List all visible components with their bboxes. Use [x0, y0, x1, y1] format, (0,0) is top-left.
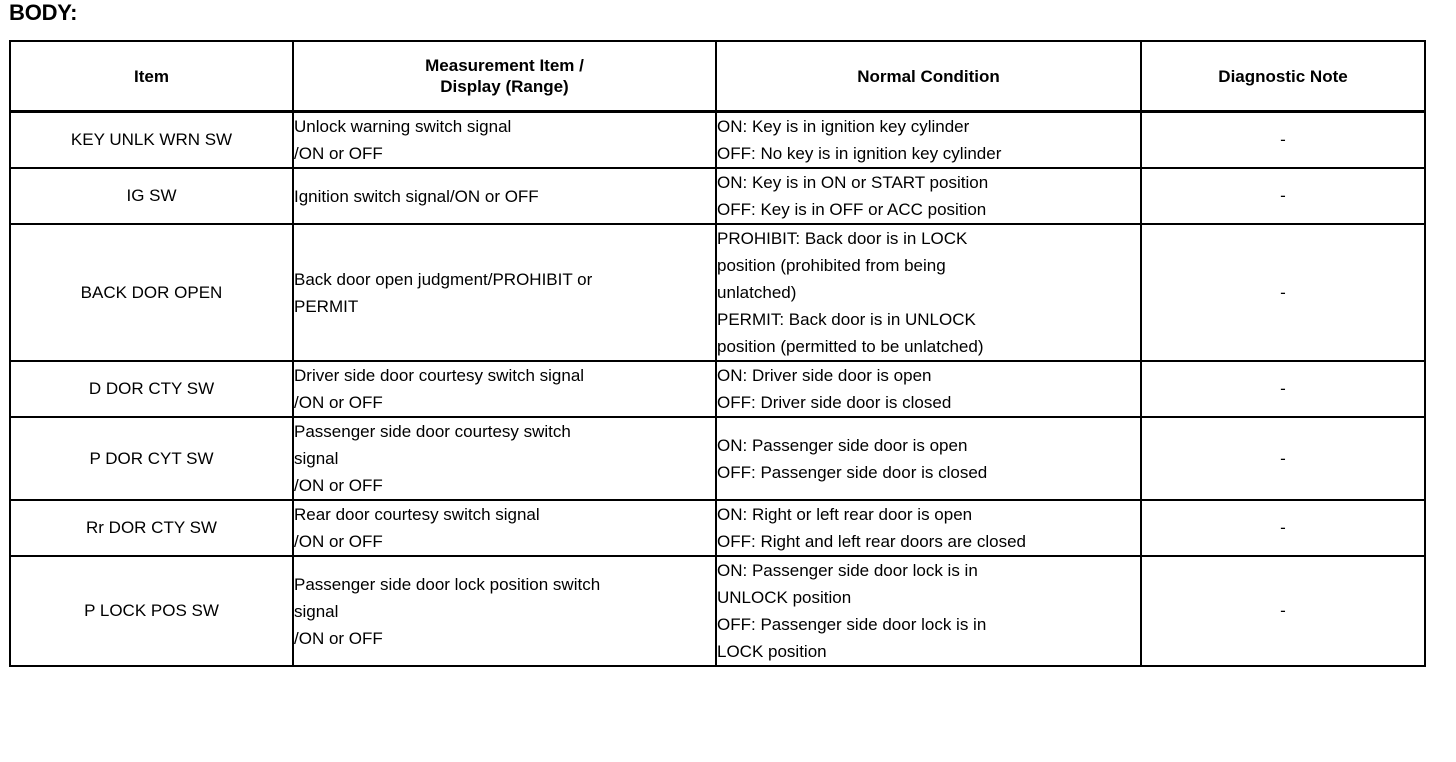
condition-line: ON: Key is in ignition key cylinder	[717, 117, 970, 136]
measurement-line: Unlock warning switch signal	[294, 117, 512, 136]
measurement-line: Rear door courtesy switch signal	[294, 505, 540, 524]
cell-measurement-item: Rear door courtesy switch signal/ON or O…	[292, 499, 717, 557]
condition-line: OFF: Right and left rear doors are close…	[717, 532, 1026, 551]
condition-line: position (permitted to be unlatched)	[717, 337, 984, 356]
measurement-line: Passenger side door courtesy switch	[294, 422, 571, 441]
cell-item: Rr DOR CTY SW	[9, 499, 294, 557]
condition-line: ON: Driver side door is open	[717, 366, 932, 385]
condition-line: ON: Right or left rear door is open	[717, 505, 973, 524]
column-header-item: Item	[9, 40, 294, 113]
cell-diagnostic-note: -	[1140, 499, 1426, 557]
cell-diagnostic-note: -	[1140, 416, 1426, 501]
cell-measurement-item: Passenger side door lock position switch…	[292, 555, 717, 667]
measurement-line: signal	[294, 601, 339, 621]
section-heading-body: BODY:	[9, 0, 78, 25]
condition-line: ON: Passenger side door lock is in	[717, 561, 978, 580]
measurement-line: /ON or OFF	[294, 393, 383, 412]
measurement-line: Driver side door courtesy switch signal	[294, 366, 585, 385]
cell-diagnostic-note: -	[1140, 167, 1426, 225]
condition-line: UNLOCK position	[717, 588, 852, 607]
column-header-measurement-item: Measurement Item / Display (Range)	[292, 40, 717, 113]
cell-item: D DOR CTY SW	[9, 360, 294, 418]
cell-item: BACK DOR OPEN	[9, 223, 294, 362]
condition-line: OFF: Driver side door is closed	[717, 393, 952, 412]
cell-item: KEY UNLK WRN SW	[9, 110, 294, 169]
column-header-diagnostic-note: Diagnostic Note	[1140, 40, 1426, 113]
table-header-row: Item Measurement Item / Display (Range) …	[9, 40, 1426, 113]
cell-measurement-item: Unlock warning switch signal/ON or OFF	[292, 110, 717, 169]
condition-line: OFF: No key is in ignition key cylinder	[717, 144, 1002, 163]
table-header: Item Measurement Item / Display (Range) …	[9, 40, 1426, 113]
cell-item: P LOCK POS SW	[9, 555, 294, 667]
column-header-measurement-line1: Measurement Item /	[425, 56, 584, 75]
condition-line: LOCK position	[717, 642, 827, 661]
body-data-monitor-table: Item Measurement Item / Display (Range) …	[9, 40, 1426, 667]
measurement-line: PERMIT	[294, 296, 359, 316]
cell-normal-condition: ON: Passenger side door lock is in UNLOCK…	[715, 555, 1142, 667]
cell-measurement-item: Passenger side door courtesy switch signa…	[292, 416, 717, 501]
condition-line: ON: Passenger side door is open	[717, 435, 968, 455]
condition-line: OFF: Key is in OFF or ACC position	[717, 200, 987, 219]
column-header-normal-condition: Normal Condition	[715, 40, 1142, 113]
cell-diagnostic-note: -	[1140, 555, 1426, 667]
cell-item: IG SW	[9, 167, 294, 225]
measurement-line: /ON or OFF	[294, 476, 383, 495]
cell-diagnostic-note: -	[1140, 223, 1426, 362]
condition-line: OFF: Passenger side door is closed	[717, 462, 988, 482]
measurement-line: Ignition switch signal/ON or OFF	[294, 186, 539, 206]
cell-measurement-item: Driver side door courtesy switch signal /…	[292, 360, 717, 418]
measurement-line: Passenger side door lock position switch	[294, 574, 601, 594]
measurement-line: /ON or OFF	[294, 628, 383, 648]
condition-line: PERMIT: Back door is in UNLOCK	[717, 310, 976, 329]
measurement-line: Back door open judgment/PROHIBIT or	[294, 269, 593, 289]
condition-line: PROHIBIT: Back door is in LOCK	[717, 229, 968, 248]
cell-item: P DOR CYT SW	[9, 416, 294, 501]
measurement-line: /ON or OFF	[294, 532, 383, 551]
cell-diagnostic-note: -	[1140, 110, 1426, 169]
condition-line: ON: Key is in ON or START position	[717, 173, 989, 192]
condition-line: OFF: Passenger side door lock is in	[717, 615, 987, 634]
condition-line: unlatched)	[717, 283, 797, 302]
measurement-line: /ON or OFF	[294, 144, 383, 163]
cell-measurement-item: Back door open judgment/PROHIBIT or PERMI…	[292, 223, 717, 362]
cell-normal-condition: PROHIBIT: Back door is in LOCK position (…	[715, 223, 1142, 362]
cell-measurement-item: Ignition switch signal/ON or OFF	[292, 167, 717, 225]
measurement-line: signal	[294, 449, 339, 468]
cell-diagnostic-note: -	[1140, 360, 1426, 418]
condition-line: position (prohibited from being	[717, 256, 946, 275]
column-header-measurement-line2: Display (Range)	[440, 77, 569, 96]
